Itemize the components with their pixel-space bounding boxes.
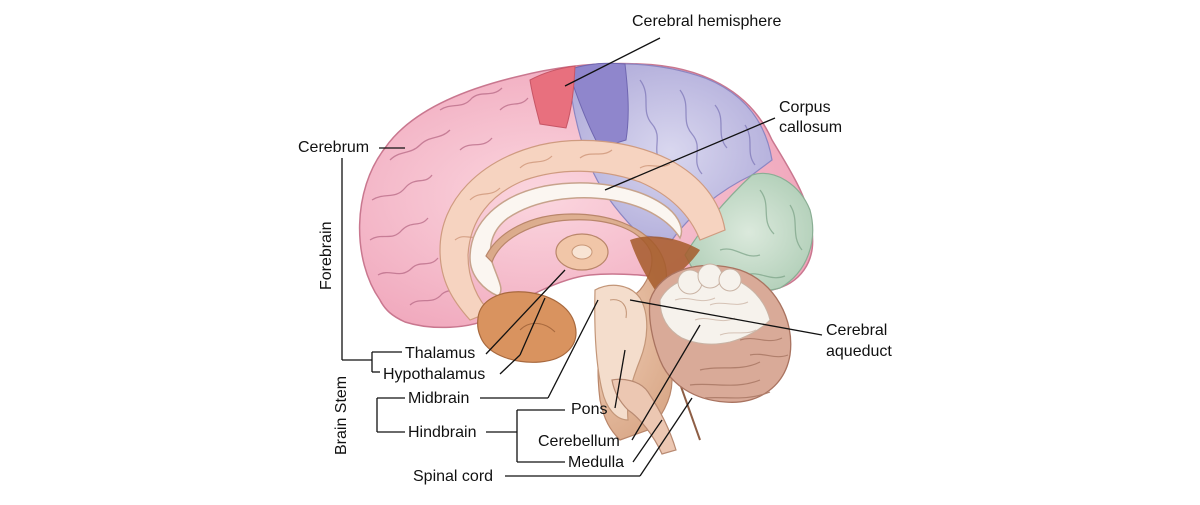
cerebellum-structure	[648, 263, 792, 403]
corpus-callosum	[469, 182, 683, 297]
motor-strip	[529, 65, 576, 129]
label-cerebral-aqueduct-line1: Cerebral	[826, 322, 888, 339]
label-corpus-callosum-line1: Corpus	[779, 99, 831, 116]
label-brain-stem: Brain Stem	[333, 375, 350, 455]
label-forebrain: Forebrain	[318, 221, 335, 290]
label-hindbrain: Hindbrain	[408, 424, 477, 441]
sensory-strip	[567, 62, 629, 149]
medulla-spinal-cord	[611, 378, 677, 455]
frontal-gyri	[369, 87, 529, 306]
label-cerebral-hemisphere: Cerebral hemisphere	[632, 13, 782, 30]
label-pons: Pons	[571, 401, 608, 418]
label-thalamus: Thalamus	[405, 345, 476, 362]
hypothalamus-structure	[477, 291, 577, 363]
label-medulla: Medulla	[568, 454, 625, 471]
label-cerebral-aqueduct-line2: aqueduct	[826, 343, 892, 360]
tentorium-dark-area	[630, 236, 700, 290]
parietal-gyri	[639, 79, 756, 175]
label-cerebrum: Cerebrum	[298, 139, 370, 156]
label-hypothalamus: Hypothalamus	[383, 366, 486, 383]
leader-lines	[341, 37, 823, 477]
label-corpus-callosum-line2: callosum	[779, 119, 843, 136]
label-cerebellum: Cerebellum	[538, 433, 620, 450]
label-spinal-cord: Spinal cord	[413, 468, 494, 485]
label-midbrain: Midbrain	[408, 390, 470, 407]
cingulate-region	[439, 139, 726, 321]
